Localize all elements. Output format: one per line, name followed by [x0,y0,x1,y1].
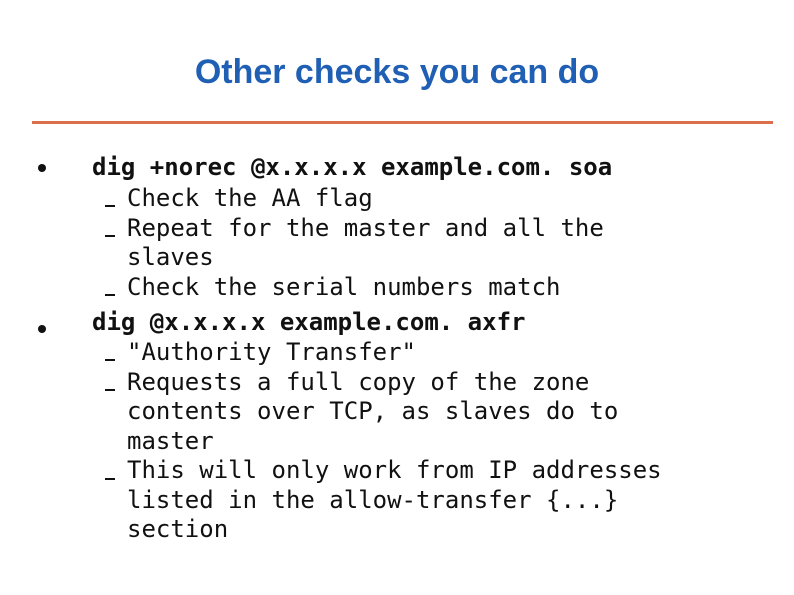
dash-icon [105,294,115,296]
sub-item-continuation: listed in the allow-transfer {...} [127,486,619,514]
sub-item-continuation: section [127,515,229,543]
list-item-command: dig +norec @x.x.x.x example.com. soa [92,153,613,181]
slide-title: Other checks you can do [194,53,600,91]
dash-icon [105,205,115,207]
bullet-icon [38,164,46,172]
sub-item: Check the AA flag [127,184,373,212]
title-divider [32,121,773,124]
list-item-command: dig @x.x.x.x example.com. axfr [92,308,526,336]
dash-icon [105,389,115,391]
sub-item: "Authority Transfer" [127,338,416,366]
dash-icon [105,359,115,361]
dash-icon [105,478,115,480]
sub-item-continuation: master [127,427,214,455]
sub-item: Repeat for the master and all the [127,214,604,242]
bullet-icon [38,325,46,333]
sub-item: Requests a full copy of the zone [127,368,590,396]
dash-icon [105,235,115,237]
sub-item-continuation: slaves [127,243,214,271]
sub-item: This will only work from IP addresses [127,456,662,484]
sub-item: Check the serial numbers match [127,273,561,301]
sub-item-continuation: contents over TCP, as slaves do to [127,397,619,425]
